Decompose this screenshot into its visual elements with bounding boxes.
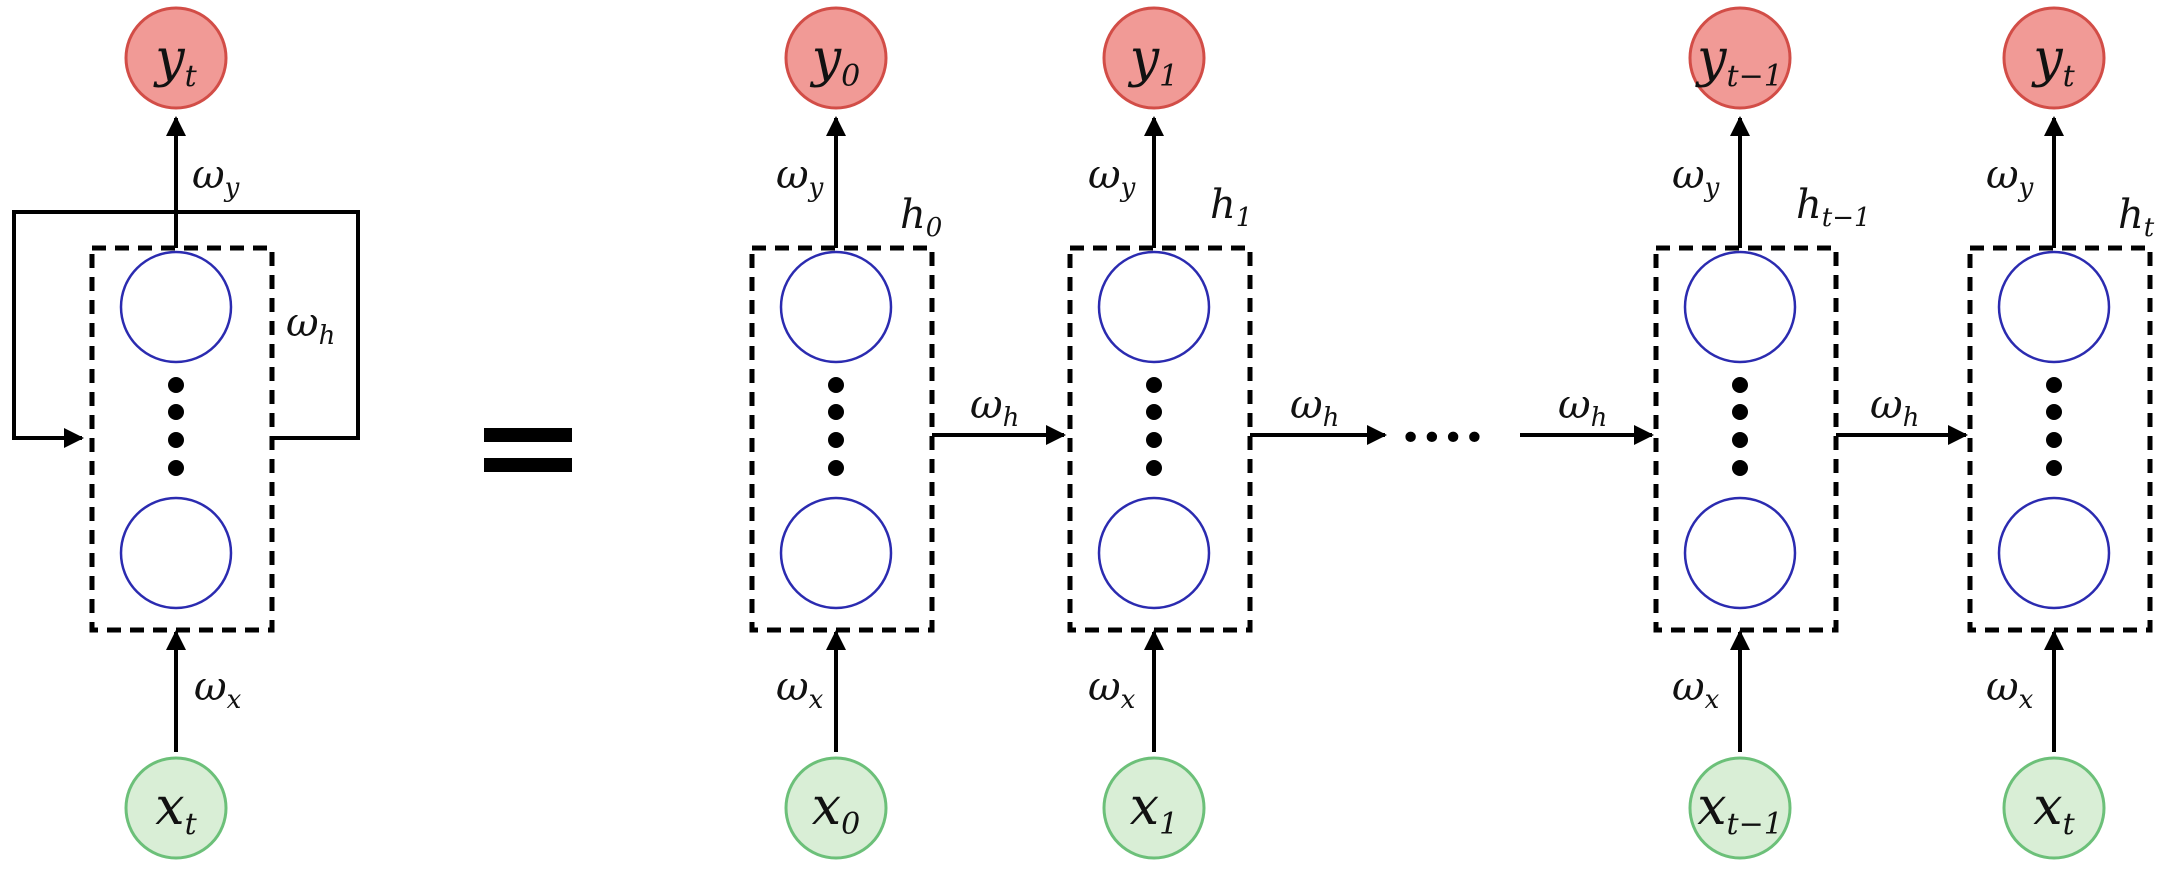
equals-sign — [484, 428, 572, 472]
input-node — [2002, 756, 2106, 860]
ellipsis-dot — [1146, 377, 1162, 393]
ellipsis-dot — [1146, 432, 1162, 448]
folded-input-node — [124, 756, 228, 860]
ellipsis-dot — [2046, 460, 2062, 476]
output-label: yt−1 — [1695, 29, 1783, 94]
input-node — [1102, 756, 1206, 860]
time-step-1: y1 x1 ωy ωx h1 — [1067, 6, 1253, 860]
output-node — [1102, 6, 1206, 110]
weight-x-label: ωx — [776, 664, 824, 715]
weight-x-label: ωx — [1672, 664, 1720, 715]
ellipsis-dot — [1732, 432, 1748, 448]
neuron-bottom — [1997, 496, 2111, 610]
ellipsis-dot — [828, 404, 844, 420]
ellipsis-dot — [2046, 432, 2062, 448]
ellipsis-dot — [828, 460, 844, 476]
folded-output-node — [124, 6, 228, 110]
neuron-bottom — [779, 496, 893, 610]
neuron-top — [1097, 250, 1211, 364]
folded-rnn: yt xt ωy ωh ωx — [12, 6, 360, 860]
folded-ellipsis-dot — [168, 432, 184, 448]
output-node — [2002, 6, 2106, 110]
input-label: x1 — [1130, 777, 1178, 842]
ellipsis-dot — [828, 432, 844, 448]
folded-ellipsis-dot — [168, 404, 184, 420]
output-label: y0 — [810, 29, 860, 94]
input-label: xt−1 — [1697, 777, 1783, 842]
ellipsis-dot — [1146, 460, 1162, 476]
equals-bar-top — [484, 428, 572, 442]
folded-input-label: xt — [155, 777, 197, 842]
ellipsis-dot — [1146, 404, 1162, 420]
folded-weight-x-label: ωx — [194, 664, 242, 715]
folded-output-label: yt — [153, 29, 197, 94]
folded-weight-h-label: ωh — [286, 300, 335, 351]
weight-y-label: ωy — [776, 152, 824, 203]
weight-x-label: ωx — [1088, 664, 1136, 715]
ellipsis-dot — [1732, 377, 1748, 393]
weight-h-label-t-minus-1-t: ωh — [1870, 382, 1919, 433]
input-node — [1688, 756, 1792, 860]
unrolled-rnn: y0 x0 ωy ωx h0 ωh y1 x1 ωy ωx — [749, 6, 2155, 860]
recurrent-loop-line — [12, 210, 360, 448]
neuron-top — [1997, 250, 2111, 364]
input-label: x0 — [812, 777, 860, 842]
ellipsis-dot — [1732, 460, 1748, 476]
folded-neuron-top — [119, 250, 233, 364]
input-node — [784, 756, 888, 860]
ellipsis-dot — [2046, 404, 2062, 420]
weight-y-label: ωy — [1088, 152, 1136, 203]
ellipsis-dot — [2046, 377, 2062, 393]
output-label: y1 — [1128, 29, 1178, 94]
weight-y-label: ωy — [1672, 152, 1720, 203]
folded-neuron-bottom — [119, 496, 233, 610]
folded-weight-y-label: ωy — [192, 152, 240, 203]
weight-h-label-ellipsis-t-minus-1: ωh — [1558, 382, 1607, 433]
weight-h-label-1-ellipsis: ωh — [1290, 382, 1339, 433]
input-label: xt — [2033, 777, 2075, 842]
sequence-ellipsis: •••• — [1400, 418, 1485, 459]
neuron-top — [1683, 250, 1797, 364]
hidden-state-label: h0 — [900, 192, 942, 243]
equals-bar-bottom — [484, 458, 572, 472]
output-label: yt — [2031, 29, 2075, 94]
folded-ellipsis-dot — [168, 377, 184, 393]
hidden-state-label: ht — [2118, 192, 2155, 243]
ellipsis-dot — [828, 377, 844, 393]
hidden-state-label: ht−1 — [1796, 182, 1871, 233]
neuron-bottom — [1097, 496, 1211, 610]
output-node — [1688, 6, 1792, 110]
time-step-t: yt xt ωy ωx ht — [1967, 6, 2155, 860]
output-node — [784, 6, 888, 110]
neuron-top — [779, 250, 893, 364]
hidden-state-label: h1 — [1210, 182, 1252, 233]
time-step-0: y0 x0 ωy ωx h0 — [749, 6, 942, 860]
weight-h-label-0-1: ωh — [970, 382, 1019, 433]
ellipsis-dot — [1732, 404, 1748, 420]
folded-ellipsis-dot — [168, 460, 184, 476]
weight-y-label: ωy — [1986, 152, 2034, 203]
neuron-bottom — [1683, 496, 1797, 610]
time-step-t-minus-1: yt−1 xt−1 ωy ωx ht−1 — [1653, 6, 1871, 860]
weight-x-label: ωx — [1986, 664, 2034, 715]
